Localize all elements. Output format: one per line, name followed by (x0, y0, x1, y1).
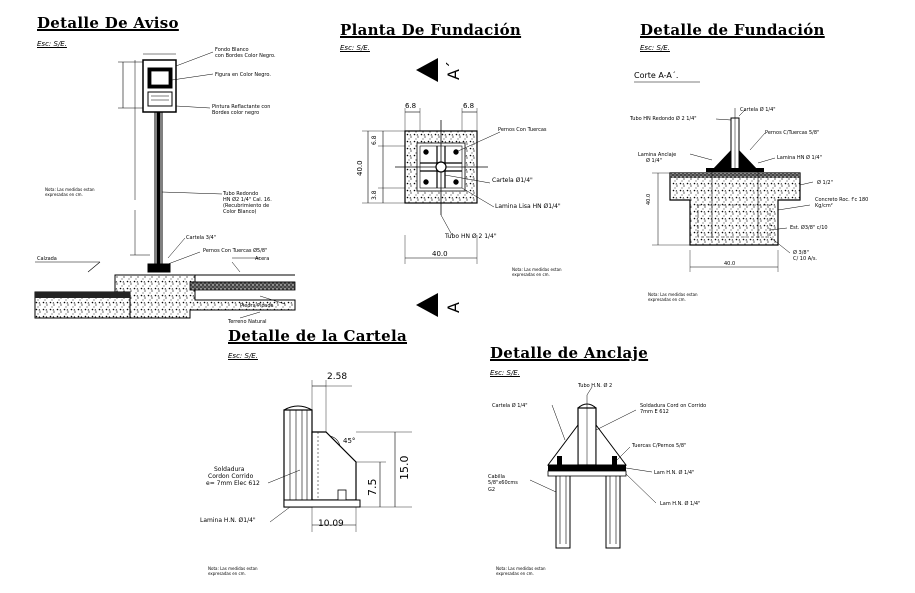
title-aviso: Detalle De Aviso (37, 14, 179, 32)
aviso-pernos-label: Pernos Con Tuercas Ø5/8" (203, 248, 268, 254)
aviso-piedra-label: Piedra Picada (240, 303, 274, 309)
fundacion-corte-label: Corte A-A´. (634, 71, 679, 80)
planta-lamina-label: Lamina Lisa HN Ø1/4" (495, 203, 561, 210)
aviso-tubo-label-3: (Recubrimiento de (223, 203, 270, 209)
aviso-cartela-label: Cartela 3/4" (186, 235, 217, 241)
aviso-pintura-label-2: Bordes color negro (212, 110, 260, 116)
aviso-fondo-label: Fondo Blanco (215, 47, 249, 53)
anclaje-drawing (529, 386, 657, 549)
cartela-soldadura: Soldadura (214, 466, 245, 473)
anclaje-note: Nota: Las medidas estan (496, 566, 546, 571)
aviso-pintura-label: Pintura Reflactante con (212, 104, 271, 110)
fundacion-lamina-anclaje-2: Ø 1/4" (646, 158, 662, 164)
fundacion-concreto: Concreto Roc. f'c 180 (815, 197, 869, 203)
planta-section-mark-top: A´ (444, 61, 463, 80)
planta-section-mark-bottom: A (444, 302, 463, 313)
anclaje-cabilla: Cabilla (488, 474, 505, 480)
fundacion-dim-left: 40.0 (646, 193, 652, 205)
anclaje-note-2: expresadas en cm. (496, 571, 534, 576)
fundacion-tubo-label: Tubo HN Redondo Ø 2 1/4" (630, 116, 697, 122)
scale-cartela: Esc: S/E. (228, 352, 258, 360)
cartela-note: Nota: Las medidas estan (208, 566, 258, 571)
anclaje-cartela: Cartela Ø 1/4" (492, 403, 528, 409)
cartela-lamina: Lamina H.N. Ø1/4" (200, 517, 256, 524)
planta-dim-left-top: 6.8 (371, 135, 378, 145)
aviso-calzada-label: Calzada (37, 256, 57, 262)
anclaje-tubo: Tubo H.N. Ø 2 (578, 383, 613, 389)
planta-note: Nota: Las medidas estan (512, 267, 562, 272)
fundacion-lamina-hn: Lamina HN Ø 1/4" (777, 155, 822, 161)
title-planta: Planta De Fundación (340, 21, 522, 39)
anclaje-lam1: Lam H.N. Ø 1/4" (654, 470, 695, 476)
anclaje-cabilla-2: 5/8"x60cms (488, 480, 518, 486)
anclaje-lam2: Lam H.N. Ø 1/4" (660, 501, 701, 507)
fundacion-concreto-2: Kg/cm² (815, 203, 833, 209)
cartela-soldadura-3: e= 7mm Elec 612 (206, 480, 260, 487)
fundacion-pernos-label: Pernos C/Tuercas 5/8" (765, 130, 820, 136)
aviso-note-2: expresadas en cm. (45, 192, 83, 197)
anclaje-tuercas: Tuercas C/Pernos 5/8" (632, 443, 687, 449)
cartela-dim-top: 2.58 (327, 372, 348, 382)
cartela-drawing (267, 380, 412, 532)
fundacion-dim-12: Ø 1/2" (817, 180, 833, 186)
fundacion-est: Est. Ø3/8" c/10 (790, 225, 828, 231)
planta-dim-top-left: 6.8 (405, 102, 417, 110)
scale-fundacion: Esc: S/E. (640, 44, 670, 52)
fundacion-barras: Ø 3/8" (793, 250, 809, 256)
planta-dim-left: 40.0 (356, 160, 364, 176)
aviso-drawing (34, 51, 296, 319)
cartela-dim-bottom: 10.09 (318, 519, 344, 529)
fundacion-note-2: expresadas en cm. (648, 297, 686, 302)
cartela-dim-right-big: 15.0 (398, 455, 411, 481)
fundacion-lamina-anclaje: Lamina Anclaje (638, 152, 677, 158)
fundacion-dim-bottom: 40.0 (724, 261, 736, 267)
anclaje-soldadura: Soldadura Cord on Corrido (640, 403, 707, 409)
anclaje-cabilla-3: G2 (488, 487, 496, 493)
fundacion-drawing (634, 81, 814, 272)
planta-cartela-label: Cartela Ø1/4" (492, 177, 533, 184)
scale-planta: Esc: S/E. (340, 44, 370, 52)
planta-dim-top-right: 6.8 (463, 102, 475, 110)
cartela-dim-right-small: 7.5 (366, 478, 379, 497)
planta-drawing (362, 58, 501, 317)
scale-aviso: Esc: S/E. (37, 40, 67, 48)
aviso-tubo-label-2: HN Ø2 1/4" Cal. 16. (223, 197, 272, 203)
aviso-acera-label: Acera (255, 256, 270, 262)
aviso-fondo-label-2: con Bordes Color Negro. (215, 53, 276, 59)
title-cartela: Detalle de la Cartela (228, 327, 408, 345)
scale-anclaje: Esc: S/E. (490, 369, 520, 377)
planta-dim-bottom: 40.0 (432, 250, 448, 258)
fundacion-barras-2: C/ 10 A/s. (793, 256, 818, 262)
aviso-figura-label: Figura en Color Negro. (215, 72, 271, 78)
aviso-tubo-label: Tubo Redondo (223, 191, 259, 197)
title-anclaje: Detalle de Anclaje (490, 344, 649, 362)
planta-dim-left-bottom: 3.8 (371, 190, 378, 200)
anclaje-soldadura-2: 7mm E 612 (640, 409, 669, 415)
aviso-note: Nota: Las medidas estan (45, 187, 95, 192)
cartela-angle: 45° (343, 437, 356, 445)
cartela-soldadura-2: Cordon Corrido (208, 473, 254, 480)
cartela-note-2: expresadas en cm. (208, 571, 246, 576)
planta-note-2: expresadas en cm. (512, 272, 550, 277)
aviso-tubo-label-4: Color Blanco) (223, 209, 257, 215)
fundacion-cartela-label: Cartela Ø 1/4" (740, 107, 776, 113)
planta-pernos-label: Pernos Con Tuercas (498, 127, 547, 133)
aviso-terreno-label: Terreno Natural (228, 319, 267, 325)
fundacion-note: Nota: Las medidas estan (648, 292, 698, 297)
planta-tubo-label: Tubo HN Ø 2 1/4" (445, 233, 497, 240)
title-fundacion: Detalle de Fundación (640, 21, 825, 39)
